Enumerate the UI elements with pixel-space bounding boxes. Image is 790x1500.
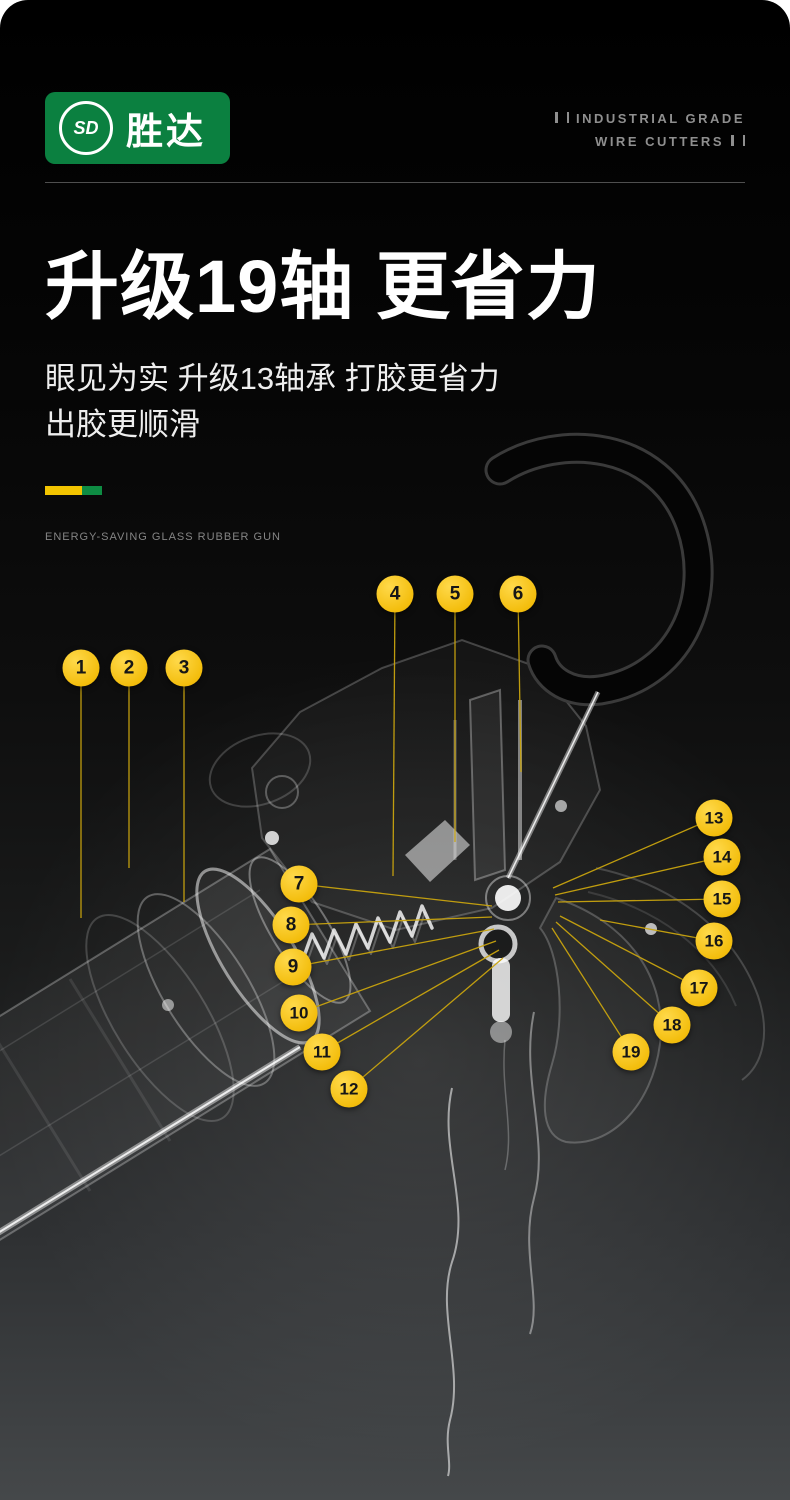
bars-icon [554, 112, 569, 123]
headline: 升级19轴 更省力 [45, 245, 601, 328]
leader-line-13 [552, 817, 715, 889]
hook-handle [487, 435, 711, 704]
bracket [405, 820, 470, 882]
callout-badge-12: 12 [330, 1070, 368, 1108]
leader-line-10 [298, 940, 497, 1014]
callout-badge-17: 17 [680, 969, 718, 1007]
divider [45, 182, 745, 183]
spring [300, 904, 434, 964]
callout-badge-18: 18 [653, 1006, 691, 1044]
piston [492, 958, 510, 1022]
bolt-glint [265, 831, 279, 845]
callout-badge-2: 2 [110, 649, 148, 687]
leader-line-14 [554, 856, 723, 896]
tagline-text-2: WIRE CUTTERS [595, 133, 724, 149]
tagline-line-2: WIRE CUTTERS [555, 131, 745, 154]
subtitle-line-1: 眼见为实 升级13轴承 打胶更省力 [45, 360, 500, 396]
accent-bar [45, 485, 102, 495]
leader-line-8 [290, 916, 493, 926]
callout-badge-15: 15 [703, 880, 741, 918]
barrel-tube [0, 847, 372, 1241]
callout-badge-19: 19 [612, 1033, 650, 1071]
sd-logo-icon: SD [59, 101, 113, 155]
leader-line-18 [555, 921, 673, 1026]
spring-shadow [304, 911, 426, 969]
frame-housing [250, 638, 602, 932]
leader-line-4 [392, 593, 396, 877]
callout-badge-11: 11 [303, 1033, 341, 1071]
header: SD 胜达 INDUSTRIAL GRADE WIRE CUTTERS [45, 92, 745, 164]
leader-line-11 [321, 949, 500, 1053]
leader-line-7 [298, 883, 493, 907]
bars-icon [731, 134, 745, 146]
tagline: INDUSTRIAL GRADE WIRE CUTTERS [554, 92, 745, 154]
callout-badge-8: 8 [272, 906, 310, 944]
accent-green-segment [82, 485, 102, 495]
callout-badge-7: 7 [280, 865, 318, 903]
callout-badge-10: 10 [280, 994, 318, 1032]
background-glow [0, 650, 790, 1470]
callout-badge-3: 3 [165, 649, 203, 687]
callout-badge-16: 16 [695, 922, 733, 960]
callout-badge-5: 5 [436, 575, 474, 613]
brand-logo: SD 胜达 [45, 92, 230, 164]
front-plate [468, 688, 507, 882]
barrel-ring [85, 914, 235, 1122]
bolt-glint [162, 999, 174, 1011]
leader-line-17 [559, 915, 700, 989]
subtitle-line-2: 出胶更顺滑 [45, 407, 200, 443]
leader-line-6 [517, 593, 522, 773]
accent-yellow-segment [45, 485, 82, 495]
callout-badge-13: 13 [695, 799, 733, 837]
string [528, 1011, 540, 1335]
tagline-line-1: INDUSTRIAL GRADE [554, 108, 745, 131]
leader-line-16 [599, 919, 715, 942]
bearing [495, 885, 521, 911]
callout-badge-4: 4 [376, 575, 414, 613]
barrel-ring [136, 893, 276, 1087]
callout-badge-14: 14 [703, 838, 741, 876]
caption: ENERGY-SAVING GLASS RUBBER GUN [45, 530, 281, 543]
callout-badge-6: 6 [499, 575, 537, 613]
hero: 升级19轴 更省力 眼见为实 升级13轴承 打胶更省力 出胶更顺滑 ENERGY… [45, 245, 752, 543]
leader-line-9 [292, 928, 495, 968]
leader-line-15 [557, 898, 723, 903]
trigger-grip [538, 896, 662, 1144]
string [445, 1087, 460, 1477]
leader-line-19 [551, 927, 632, 1053]
tagline-text-1: INDUSTRIAL GRADE [575, 111, 745, 126]
sd-logo-text: SD [73, 117, 99, 138]
brand-name: 胜达 [126, 111, 206, 152]
barrel-ring [248, 856, 352, 1004]
callout-badge-9: 9 [274, 948, 312, 986]
callout-badge-1: 1 [62, 649, 100, 687]
handle-outline [595, 867, 765, 1081]
leader-line-12 [348, 957, 504, 1090]
